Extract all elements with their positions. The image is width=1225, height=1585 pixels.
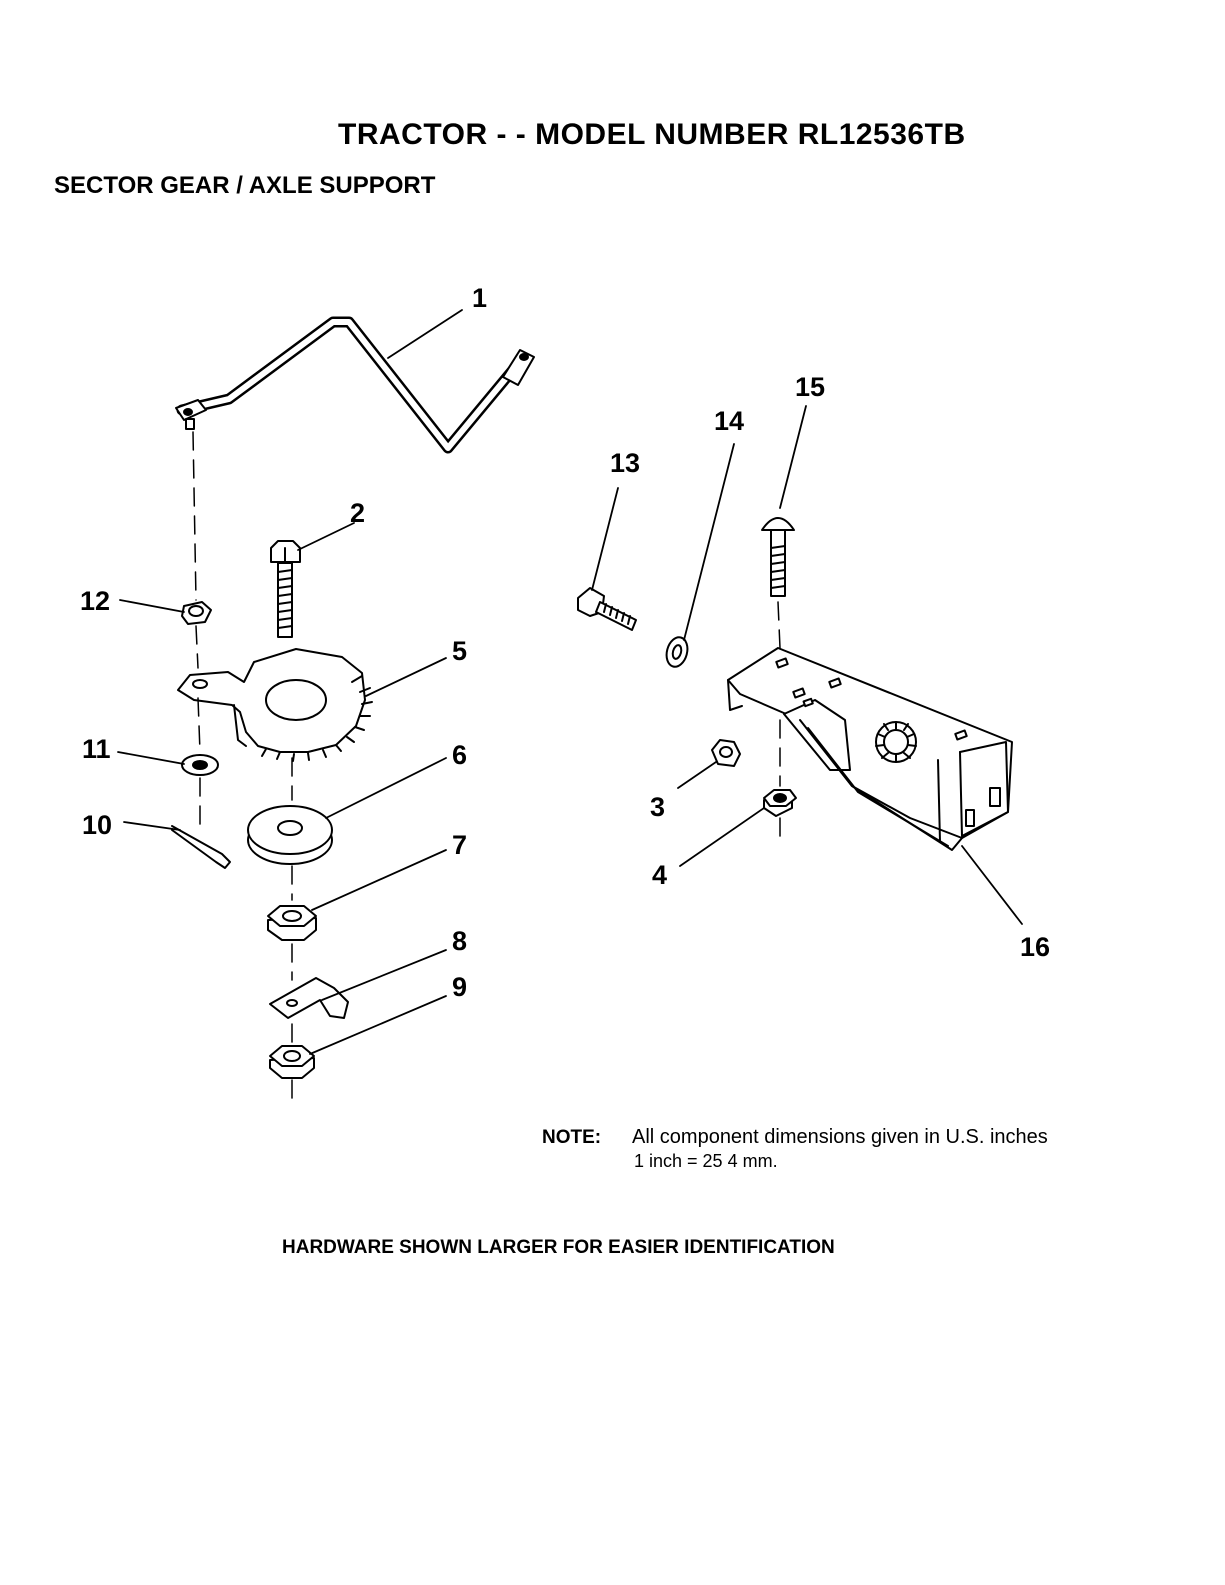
part-2-hex-bolt [271, 541, 300, 637]
part-13-hex-bolt [578, 588, 636, 630]
part-4-nut [764, 790, 796, 816]
callout-numbers: 1 2 12 5 11 6 10 7 8 9 13 14 15 3 4 16 [80, 283, 1050, 1002]
callout-1: 1 [472, 283, 487, 313]
callout-16: 16 [1020, 932, 1050, 962]
callout-13: 13 [610, 448, 640, 478]
part-12-nut [182, 602, 211, 624]
part-16-axle-support [728, 648, 1012, 850]
part-11-washer [182, 755, 218, 775]
callout-9: 9 [452, 972, 467, 1002]
callout-5: 5 [452, 636, 467, 666]
callout-12: 12 [80, 586, 110, 616]
callout-2: 2 [350, 498, 365, 528]
part-15-carriage-bolt [762, 518, 794, 596]
part-10-cotter-pin [172, 826, 230, 868]
part-7-nut [268, 906, 316, 940]
callout-8: 8 [452, 926, 467, 956]
hardware-footnote: HARDWARE SHOWN LARGER FOR EASIER IDENTIF… [282, 1237, 835, 1259]
part-8-clip [270, 978, 348, 1018]
part-9-nut [270, 1046, 314, 1078]
part-14-washer [663, 635, 690, 669]
callout-10: 10 [82, 810, 112, 840]
note-label: NOTE: [542, 1127, 601, 1149]
part-6-spacer [248, 806, 332, 864]
part-1-drag-link [176, 322, 534, 448]
callout-6: 6 [452, 740, 467, 770]
callout-11: 11 [82, 734, 111, 764]
part-5-sector-gear [178, 649, 372, 761]
note-dimensions-text: All component dimensions given in U.S. i… [632, 1126, 1048, 1149]
callout-14: 14 [714, 406, 744, 436]
note-conversion-text: 1 inch = 25 4 mm. [634, 1151, 778, 1172]
callout-4: 4 [652, 860, 667, 890]
callout-15: 15 [795, 372, 825, 402]
callout-7: 7 [452, 830, 467, 860]
callout-3: 3 [650, 792, 665, 822]
